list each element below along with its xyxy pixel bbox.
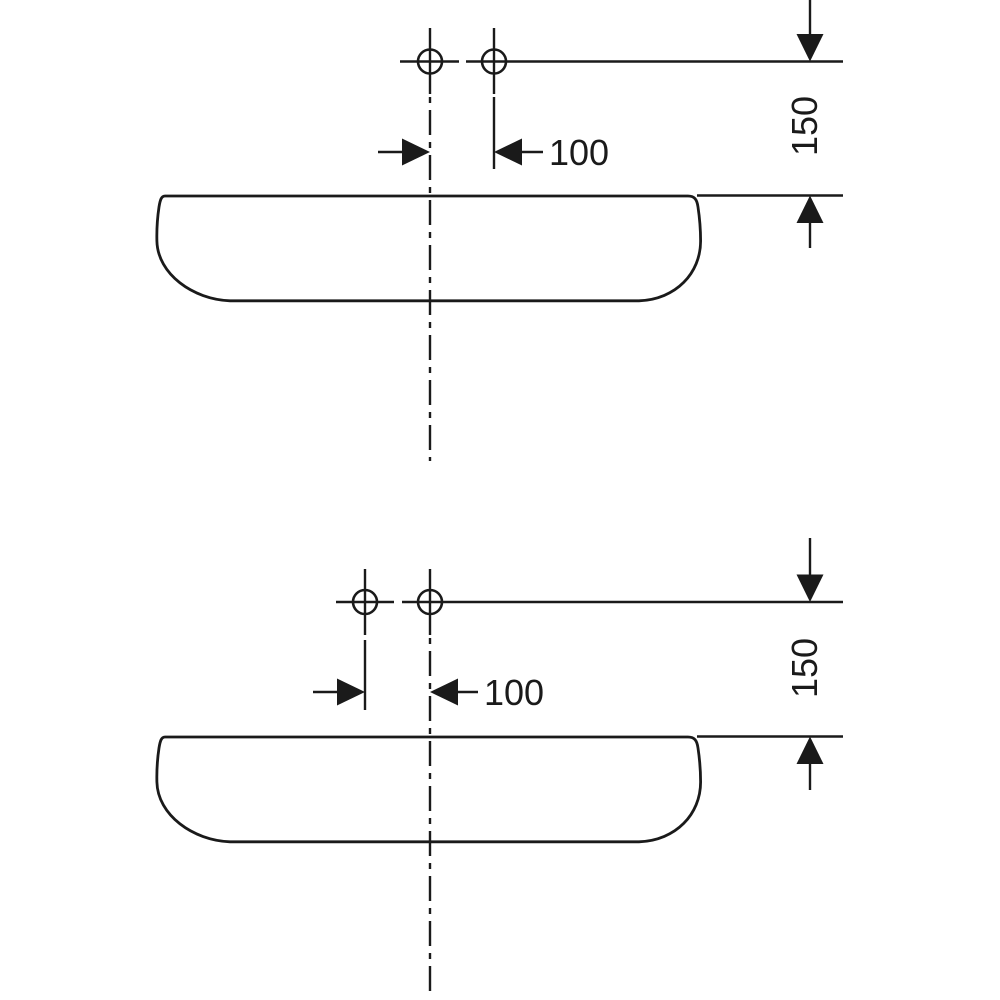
mounting-hole-left <box>400 28 459 94</box>
dim-hole-spacing: 100 <box>313 672 544 713</box>
dim-100-label: 100 <box>549 132 609 173</box>
dim-hole-spacing: 100 <box>378 132 609 173</box>
dim-150-label: 150 <box>784 96 825 156</box>
view-bottom: 100 150 <box>155 538 843 998</box>
mounting-hole-right <box>466 28 843 169</box>
arrow-right-icon <box>337 678 365 706</box>
dim-height-above-rim: 150 <box>697 538 843 790</box>
arrow-right-icon <box>402 138 430 166</box>
basin-outline <box>155 194 702 303</box>
basin-outline <box>155 735 702 844</box>
arrow-left-icon <box>494 138 522 166</box>
arrow-down-icon <box>796 34 824 62</box>
arrow-up-icon <box>796 736 824 764</box>
arrow-down-icon <box>796 574 824 602</box>
mounting-hole-right <box>402 569 843 635</box>
arrow-up-icon <box>796 195 824 223</box>
dim-100-label: 100 <box>484 672 544 713</box>
view-top: 100 150 <box>155 0 843 461</box>
arrow-left-icon <box>430 678 458 706</box>
dim-150-label: 150 <box>784 638 825 698</box>
mounting-hole-left <box>336 569 394 710</box>
dim-height-above-rim: 150 <box>697 0 843 248</box>
